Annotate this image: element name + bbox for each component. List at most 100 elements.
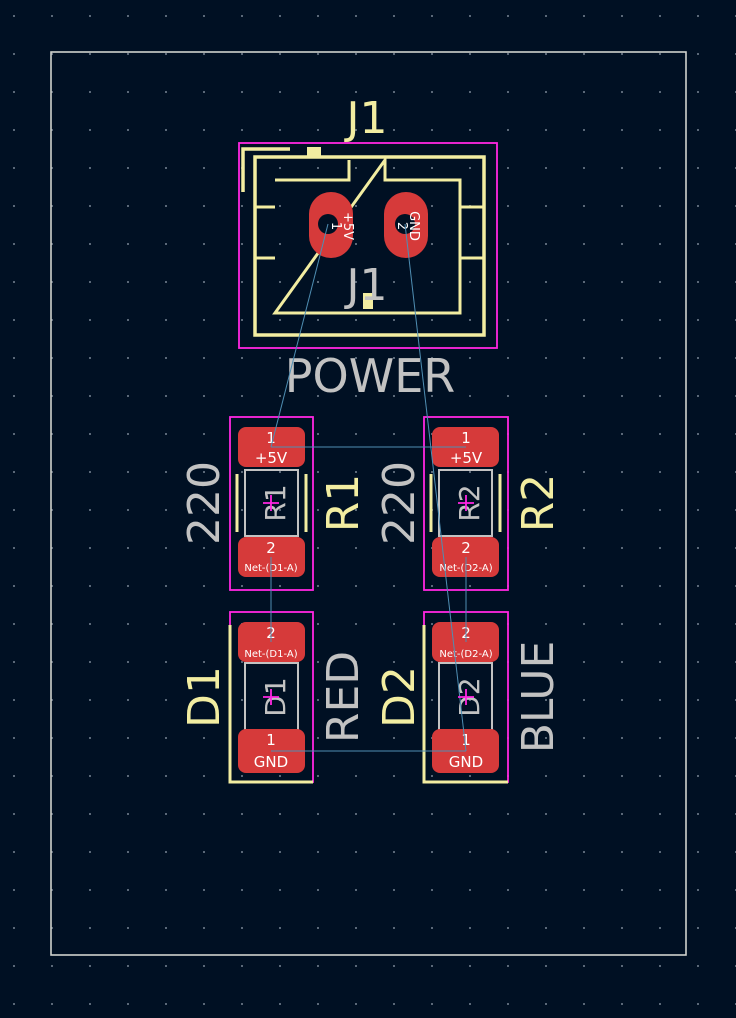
grid-dot <box>469 357 471 359</box>
grid-dot <box>355 547 357 549</box>
grid-dot <box>89 205 91 207</box>
grid-dot <box>659 585 661 587</box>
grid-dot <box>431 281 433 283</box>
j1-value-label: POWER <box>285 349 455 403</box>
grid-dot <box>621 737 623 739</box>
connector-j1[interactable]: J1 J1 POWER 1 +5V 2 GND <box>238 93 498 403</box>
grid-dot <box>469 927 471 929</box>
grid-dot <box>355 53 357 55</box>
grid-dot <box>127 585 129 587</box>
grid-dot <box>697 433 699 435</box>
grid-dot <box>621 205 623 207</box>
led-d2[interactable]: 2 Net-(D2-A) 1 GND D2 D2 BLUE <box>374 611 564 784</box>
grid-dot <box>697 471 699 473</box>
grid-dot <box>127 851 129 853</box>
r1-value-label: 220 <box>179 461 230 545</box>
grid-dot <box>203 167 205 169</box>
grid-dot <box>621 319 623 321</box>
grid-dot <box>279 889 281 891</box>
grid-dot <box>203 851 205 853</box>
grid-dot <box>507 1003 509 1005</box>
grid-dot <box>431 471 433 473</box>
grid-dot <box>165 585 167 587</box>
grid-dot <box>203 281 205 283</box>
grid-dot <box>89 357 91 359</box>
grid-dot <box>51 243 53 245</box>
grid-dot <box>431 1003 433 1005</box>
grid-dot <box>393 927 395 929</box>
grid-dot <box>355 585 357 587</box>
grid-dot <box>355 623 357 625</box>
grid-dot <box>89 53 91 55</box>
grid-dot <box>507 15 509 17</box>
grid-dot <box>317 1003 319 1005</box>
grid-dot <box>659 395 661 397</box>
grid-dot <box>203 129 205 131</box>
grid-dot <box>583 813 585 815</box>
grid-dot <box>431 167 433 169</box>
grid-dot <box>469 965 471 967</box>
d2-pad-1-net: GND <box>449 753 483 771</box>
grid-dot <box>203 433 205 435</box>
grid-dot <box>659 167 661 169</box>
grid-dot <box>697 281 699 283</box>
grid-dot <box>13 319 15 321</box>
grid-dot <box>317 623 319 625</box>
grid-dot <box>51 205 53 207</box>
grid-dot <box>127 205 129 207</box>
grid-dot <box>545 585 547 587</box>
grid-dot <box>279 927 281 929</box>
grid-dot <box>545 281 547 283</box>
grid-dot <box>241 661 243 663</box>
grid-dot <box>51 775 53 777</box>
grid-dot <box>659 509 661 511</box>
grid-dot <box>279 775 281 777</box>
grid-dot <box>203 15 205 17</box>
grid-dot <box>13 1003 15 1005</box>
grid-dot <box>203 889 205 891</box>
grid-dot <box>51 547 53 549</box>
grid-dot <box>507 851 509 853</box>
grid-dot <box>13 813 15 815</box>
grid-dot <box>431 927 433 929</box>
grid-dot <box>51 813 53 815</box>
grid-dot <box>241 509 243 511</box>
grid-dot <box>697 205 699 207</box>
grid-dot <box>355 965 357 967</box>
grid-dot <box>545 661 547 663</box>
j1-silk-tab <box>307 147 321 157</box>
grid-dot <box>89 927 91 929</box>
grid-dot <box>355 1003 357 1005</box>
grid-dot <box>279 205 281 207</box>
j1-pad-2[interactable]: 2 GND <box>384 192 428 258</box>
grid-dot <box>165 965 167 967</box>
j1-pad-1[interactable]: 1 +5V <box>309 192 355 258</box>
grid-dot <box>393 965 395 967</box>
grid-dot <box>545 927 547 929</box>
grid-dot <box>545 623 547 625</box>
grid-dot <box>583 737 585 739</box>
grid-dot <box>241 1003 243 1005</box>
r2-value-label: 220 <box>374 461 425 545</box>
grid-dot <box>545 813 547 815</box>
grid-dot <box>621 129 623 131</box>
grid-dot <box>697 623 699 625</box>
grid-dot <box>393 395 395 397</box>
grid-dot <box>583 53 585 55</box>
grid-dot <box>659 471 661 473</box>
resistor-r1[interactable]: 1 +5V 2 Net-(D1-A) R1 R1 220 <box>179 416 369 591</box>
grid-dot <box>621 91 623 93</box>
grid-dot <box>127 319 129 321</box>
grid-dot <box>507 965 509 967</box>
grid-dot <box>165 851 167 853</box>
grid-dot <box>621 813 623 815</box>
grid-dot <box>127 965 129 967</box>
grid-dot <box>51 737 53 739</box>
grid-dot <box>659 243 661 245</box>
grid-dot <box>89 699 91 701</box>
grid-dot <box>507 91 509 93</box>
grid-dot <box>317 509 319 511</box>
grid-dot <box>431 661 433 663</box>
grid-dot <box>545 129 547 131</box>
